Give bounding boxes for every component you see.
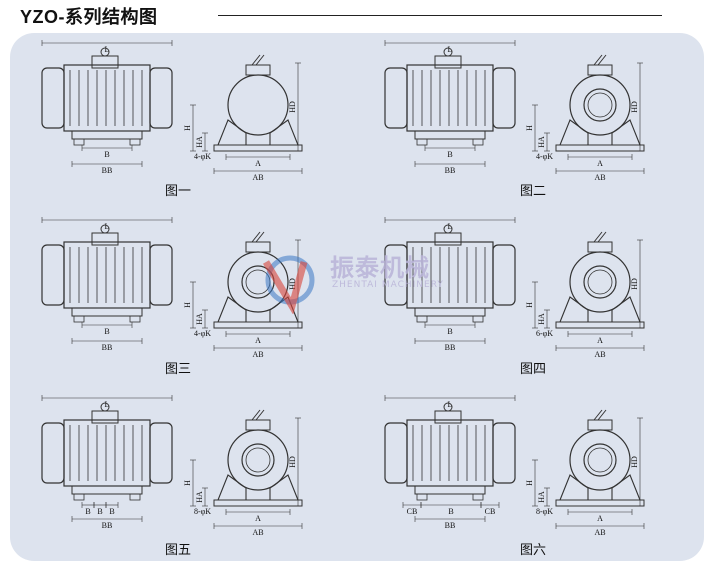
figure-1-caption: 图一 (165, 184, 192, 199)
figure-1-bb-label: BB (102, 166, 113, 175)
figure-1-length-label: L (105, 45, 110, 54)
figure-5-holes-label: 8-φK (194, 507, 211, 516)
figure-6-ab-label: AB (594, 528, 605, 537)
figure-4-end-view: HD HHA 6-φK A AB (525, 231, 645, 359)
figure-4-ab-label: AB (594, 350, 605, 359)
figure-2-ha-label: HA (537, 136, 546, 148)
figure-1-a-label: A (255, 159, 261, 168)
figure-2-b-label: B (447, 150, 452, 159)
figure-6-hd-label: HD (630, 456, 639, 468)
figure-6-bb-label: BB (445, 521, 456, 530)
figure-4-caption: 图四 (520, 362, 547, 377)
figure-4-bb-label: BB (445, 343, 456, 352)
figure-6-h-label: H (525, 480, 534, 486)
figure-6-length-label: L (448, 400, 453, 409)
header: YZO-系列结构图 (0, 0, 712, 30)
figure-3-ha-label: HA (195, 313, 204, 325)
page-title: YZO-系列结构图 (20, 7, 158, 27)
figure-1-end-view: HD HHA 4-φK A AB (183, 54, 303, 182)
figure-6-end-view: HD HHA 8-φK A AB (525, 409, 645, 537)
figure-4-ha-label: HA (537, 313, 546, 325)
figure-3-holes-label: 4-φK (194, 329, 211, 338)
figure-5-b2-label: B (97, 507, 102, 516)
figure-3-b-label: B (104, 327, 109, 336)
figure-5-b1-label: B (85, 507, 90, 516)
figure-3-hd-label: HD (288, 278, 297, 290)
figure-1-h-label: H (183, 125, 192, 131)
brand-watermark: 振泰机械 ZHENTAI MACHINERY (252, 246, 443, 315)
figure-6-a-label: A (597, 514, 603, 523)
figure-2-bb-label: BB (445, 166, 456, 175)
figure-6-caption: 图六 (520, 543, 547, 558)
figure-6-holes-label: 8-φK (536, 507, 553, 516)
figure-4-hd-label: HD (630, 278, 639, 290)
figure-2-caption: 图二 (520, 184, 547, 199)
figure-3-caption: 图三 (165, 362, 192, 377)
figure-5-h-label: H (183, 480, 192, 486)
figure-4-length-label: L (448, 222, 453, 231)
figure-1-b-label: B (104, 150, 109, 159)
figure-3-a-label: A (255, 336, 261, 345)
figure-1-hd-label: HD (288, 101, 297, 113)
watermark-brand: 振泰机械 (330, 254, 430, 282)
figure-5-ab-label: AB (252, 528, 263, 537)
figure-4-b-label: B (447, 327, 452, 336)
figure-6-cb-left-label: CB (407, 507, 418, 516)
figure-1-ha-label: HA (195, 136, 204, 148)
figure-5-ha-label: HA (195, 491, 204, 503)
figure-5-b3-label: B (109, 507, 114, 516)
figure-4-a-label: A (597, 336, 603, 345)
figure-3-length-label: L (105, 222, 110, 231)
figure-4-holes-label: 6-φK (536, 329, 553, 338)
figure-2-holes-label: 4-φK (536, 152, 553, 161)
figure-2-length-label: L (448, 45, 453, 54)
brand-logo-icon (262, 255, 315, 315)
figure-6-side-view: L CB B CB BB (384, 395, 516, 530)
figure-5-length-label: L (105, 400, 110, 409)
figure-6-b-label: B (448, 507, 453, 516)
figure-1-holes-label: 4-φK (194, 152, 211, 161)
figure-5-caption: 图五 (165, 543, 192, 558)
figure-1-ab-label: AB (252, 173, 263, 182)
figure-5-end-view: HD HHA 8-φK A AB (183, 409, 303, 537)
figure-2-end-view: HD HHA 4-φK A AB (525, 54, 645, 182)
figure-6-cb-right-label: CB (485, 507, 496, 516)
title-rule (218, 15, 662, 16)
figure-3-h-label: H (183, 302, 192, 308)
figure-3-bb-label: BB (102, 343, 113, 352)
figure-2-hd-label: HD (630, 101, 639, 113)
figure-6-ha-label: HA (537, 491, 546, 503)
figure-5-a-label: A (255, 514, 261, 523)
figure-4-h-label: H (525, 302, 534, 308)
figure-5-hd-label: HD (288, 456, 297, 468)
watermark-sub: ZHENTAI MACHINERY (332, 280, 444, 290)
figure-3-ab-label: AB (252, 350, 263, 359)
diagram-panel (10, 33, 704, 561)
figure-2-a-label: A (597, 159, 603, 168)
figure-2-ab-label: AB (594, 173, 605, 182)
figure-5-bb-label: BB (102, 521, 113, 530)
figure-2-h-label: H (525, 125, 534, 131)
